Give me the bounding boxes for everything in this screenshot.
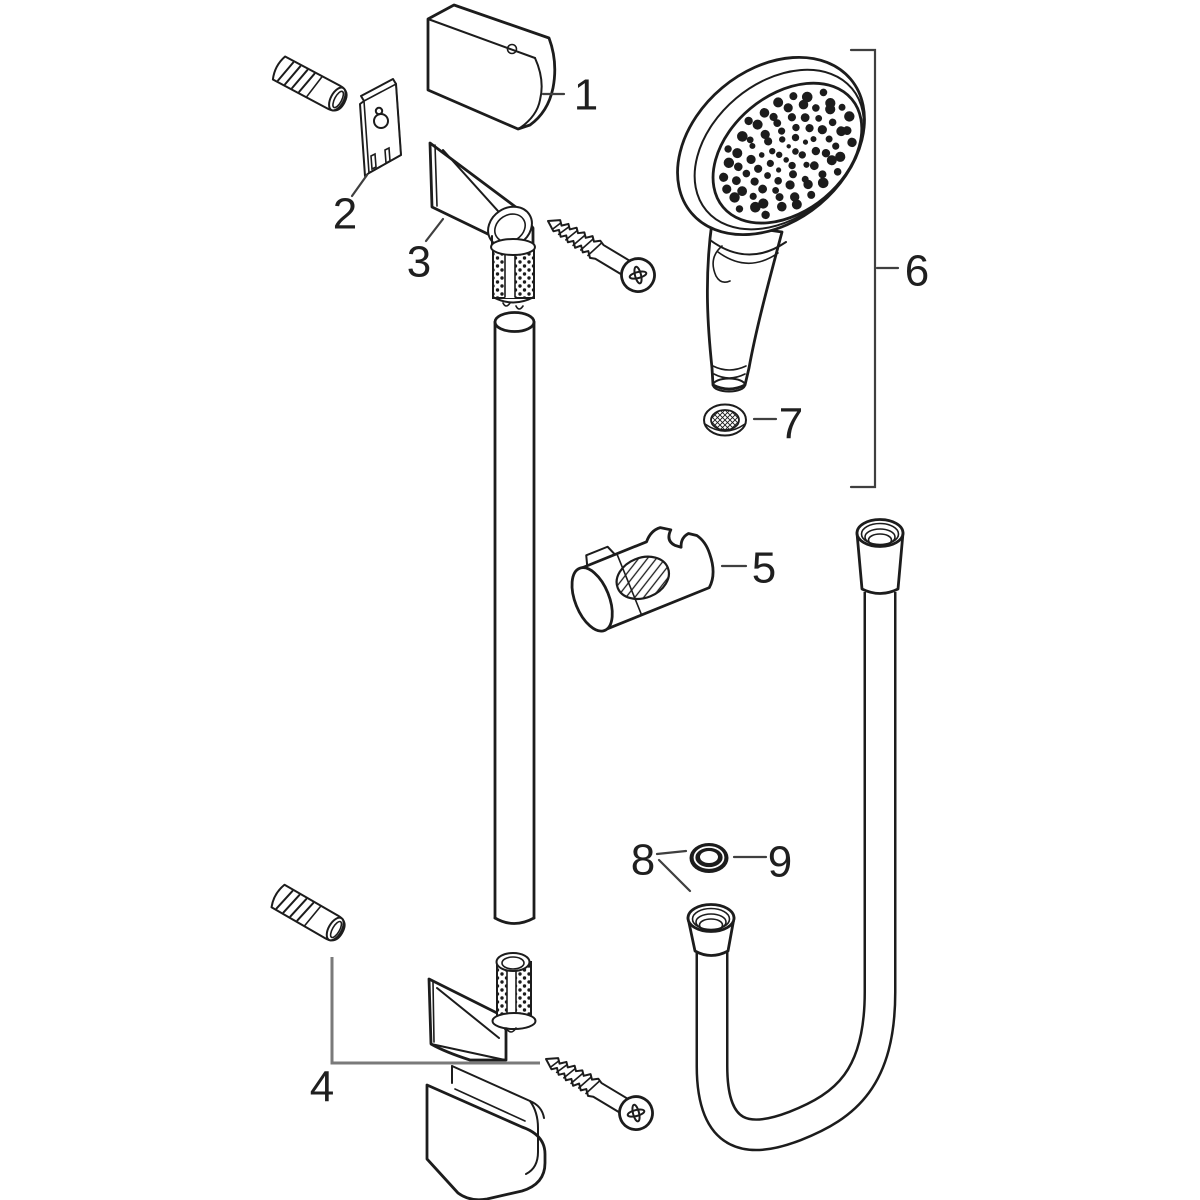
bar-bracket-bottom — [427, 952, 537, 1062]
callout-3-leader — [424, 217, 445, 243]
callout-4-leader — [330, 957, 540, 1065]
callout-9-label: 9 — [768, 838, 792, 887]
callout-8-label: 8 — [631, 836, 655, 885]
bar-end-cap — [426, 3, 557, 131]
callout-2-leader — [350, 173, 369, 198]
hand-shower-handle — [706, 220, 784, 393]
callout-2-label: 2 — [333, 190, 357, 239]
screw-bottom — [536, 1043, 661, 1138]
hand-shower — [676, 55, 866, 393]
callout-8-leader — [655, 849, 692, 893]
wall-anchor-bottom — [268, 882, 350, 946]
callout-3-label: 3 — [407, 238, 431, 287]
slide-bar — [493, 311, 536, 925]
callout-1-label: 1 — [574, 71, 598, 120]
bar-bracket-top — [428, 141, 536, 310]
callout-4-label: 4 — [310, 1063, 334, 1112]
wall-anchor-top — [269, 54, 352, 116]
wall-plate — [359, 78, 402, 177]
hand-shower-neck — [709, 239, 787, 283]
hand-shower-head — [676, 55, 866, 237]
callout-6-bracket — [849, 48, 877, 489]
callout-6-label: 6 — [905, 247, 929, 296]
callout-7-label: 7 — [779, 400, 803, 449]
hose-gasket — [689, 843, 729, 873]
filter-seal — [703, 403, 747, 437]
callout-5-label: 5 — [752, 544, 776, 593]
bar-cover-bottom — [425, 1065, 547, 1200]
hose-nut-top — [855, 518, 905, 595]
shower-holder-slider — [570, 526, 715, 633]
screw-top — [538, 205, 663, 300]
hose-nut-bottom — [686, 903, 736, 957]
spray-nozzles — [719, 88, 857, 220]
shower-hose — [686, 518, 905, 1152]
callouts: 1 2 3 4 5 6 7 8 9 — [310, 48, 929, 1112]
